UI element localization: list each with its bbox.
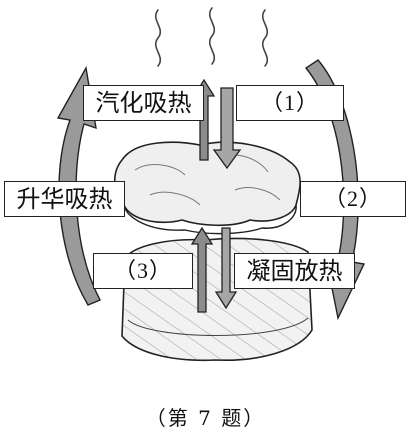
left-cycle-arrow [56, 65, 101, 306]
vaporization-label: 汽化吸热 [83, 85, 204, 121]
sublimation-label: 升华吸热 [4, 181, 125, 217]
down-arrow-upper [212, 87, 242, 170]
vapor-wisps [154, 7, 269, 67]
sublimation-label-text: 升华吸热 [16, 185, 113, 213]
vaporization-label-text: 汽化吸热 [95, 89, 192, 117]
figure-caption: （第 7 题） [145, 406, 266, 430]
blank-box-1: （1） [236, 85, 344, 121]
vapor-wisp [154, 9, 162, 67]
blank-box-3-text: （3） [113, 258, 172, 283]
blank-box-2: （2） [300, 181, 406, 217]
vapor-wisp [261, 9, 269, 67]
up-arrow-lower [190, 226, 214, 313]
down-arrow-lower [214, 227, 238, 310]
center-arrows [190, 78, 242, 313]
blank-box-3: （3） [93, 253, 193, 289]
blank-box-2-text: （2） [323, 186, 382, 211]
blank-box-1-text: （1） [260, 90, 319, 115]
vapor-wisp [208, 7, 216, 65]
solidification-label: 凝固放热 [234, 253, 355, 289]
solidification-label-text: 凝固放热 [246, 257, 343, 285]
